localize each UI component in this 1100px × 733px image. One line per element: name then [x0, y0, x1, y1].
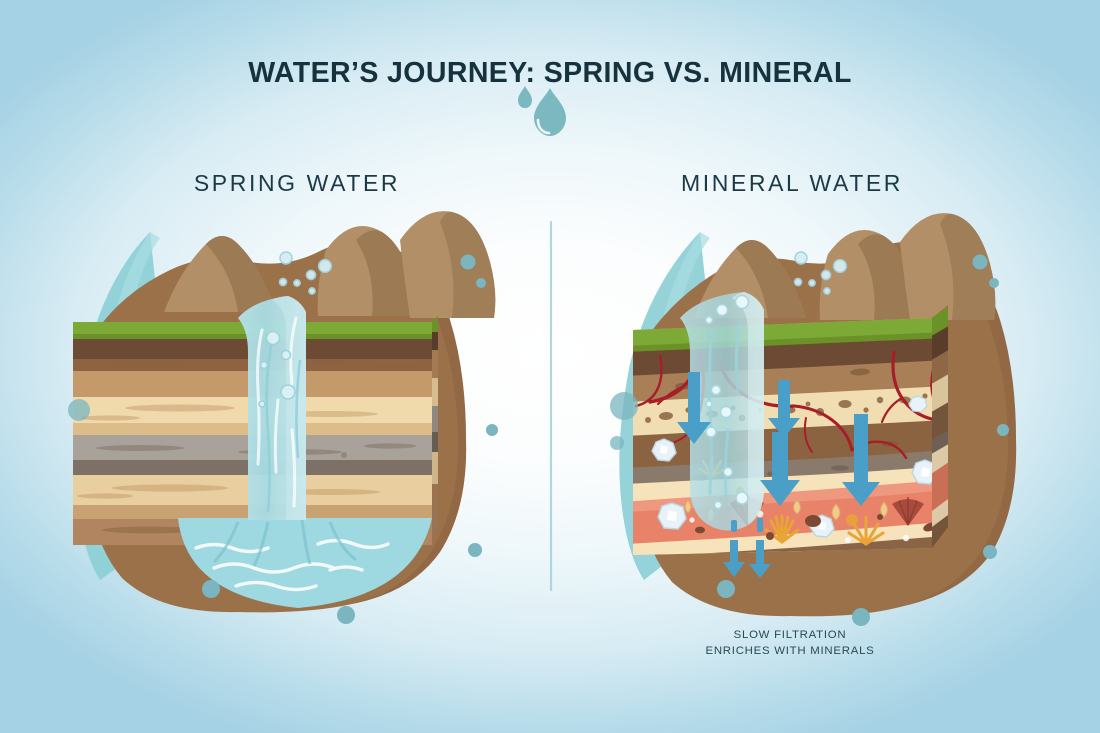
- waterfall-bubbles: [258, 330, 296, 408]
- page-title: WATER’S JOURNEY: SPRING VS. MINERAL: [248, 57, 852, 89]
- rock-formations-left: [164, 211, 496, 318]
- rock-formations-right: [694, 213, 996, 320]
- caption-line-1: SLOW FILTRATION: [733, 629, 847, 641]
- air-bubbles-right: [793, 251, 848, 295]
- caption-line-2: ENRICHES WITH MINERALS: [705, 644, 875, 657]
- mineral-caption: SLOW FILTRATION ENRICHES WITH MINERALS: [640, 628, 940, 659]
- panel-label-mineral: MINERAL WATER: [680, 170, 904, 196]
- waterfall-highlights: [256, 316, 298, 508]
- panel-label-spring: SPRING WATER: [193, 170, 401, 196]
- spring-water-illustration: [68, 211, 498, 624]
- pool-waves: [194, 538, 390, 592]
- teal-dots-right: [610, 254, 1009, 626]
- percolation-bubbles: [704, 294, 750, 510]
- mineral-crystals: [651, 395, 932, 538]
- mineral-water-illustration: [610, 213, 1017, 626]
- flow-arrows: [677, 372, 880, 578]
- water-drop-icon: [518, 86, 566, 136]
- teal-dots-left: [68, 254, 498, 624]
- air-bubbles-left: [278, 251, 333, 295]
- dashed-flow-arrows: [723, 518, 771, 578]
